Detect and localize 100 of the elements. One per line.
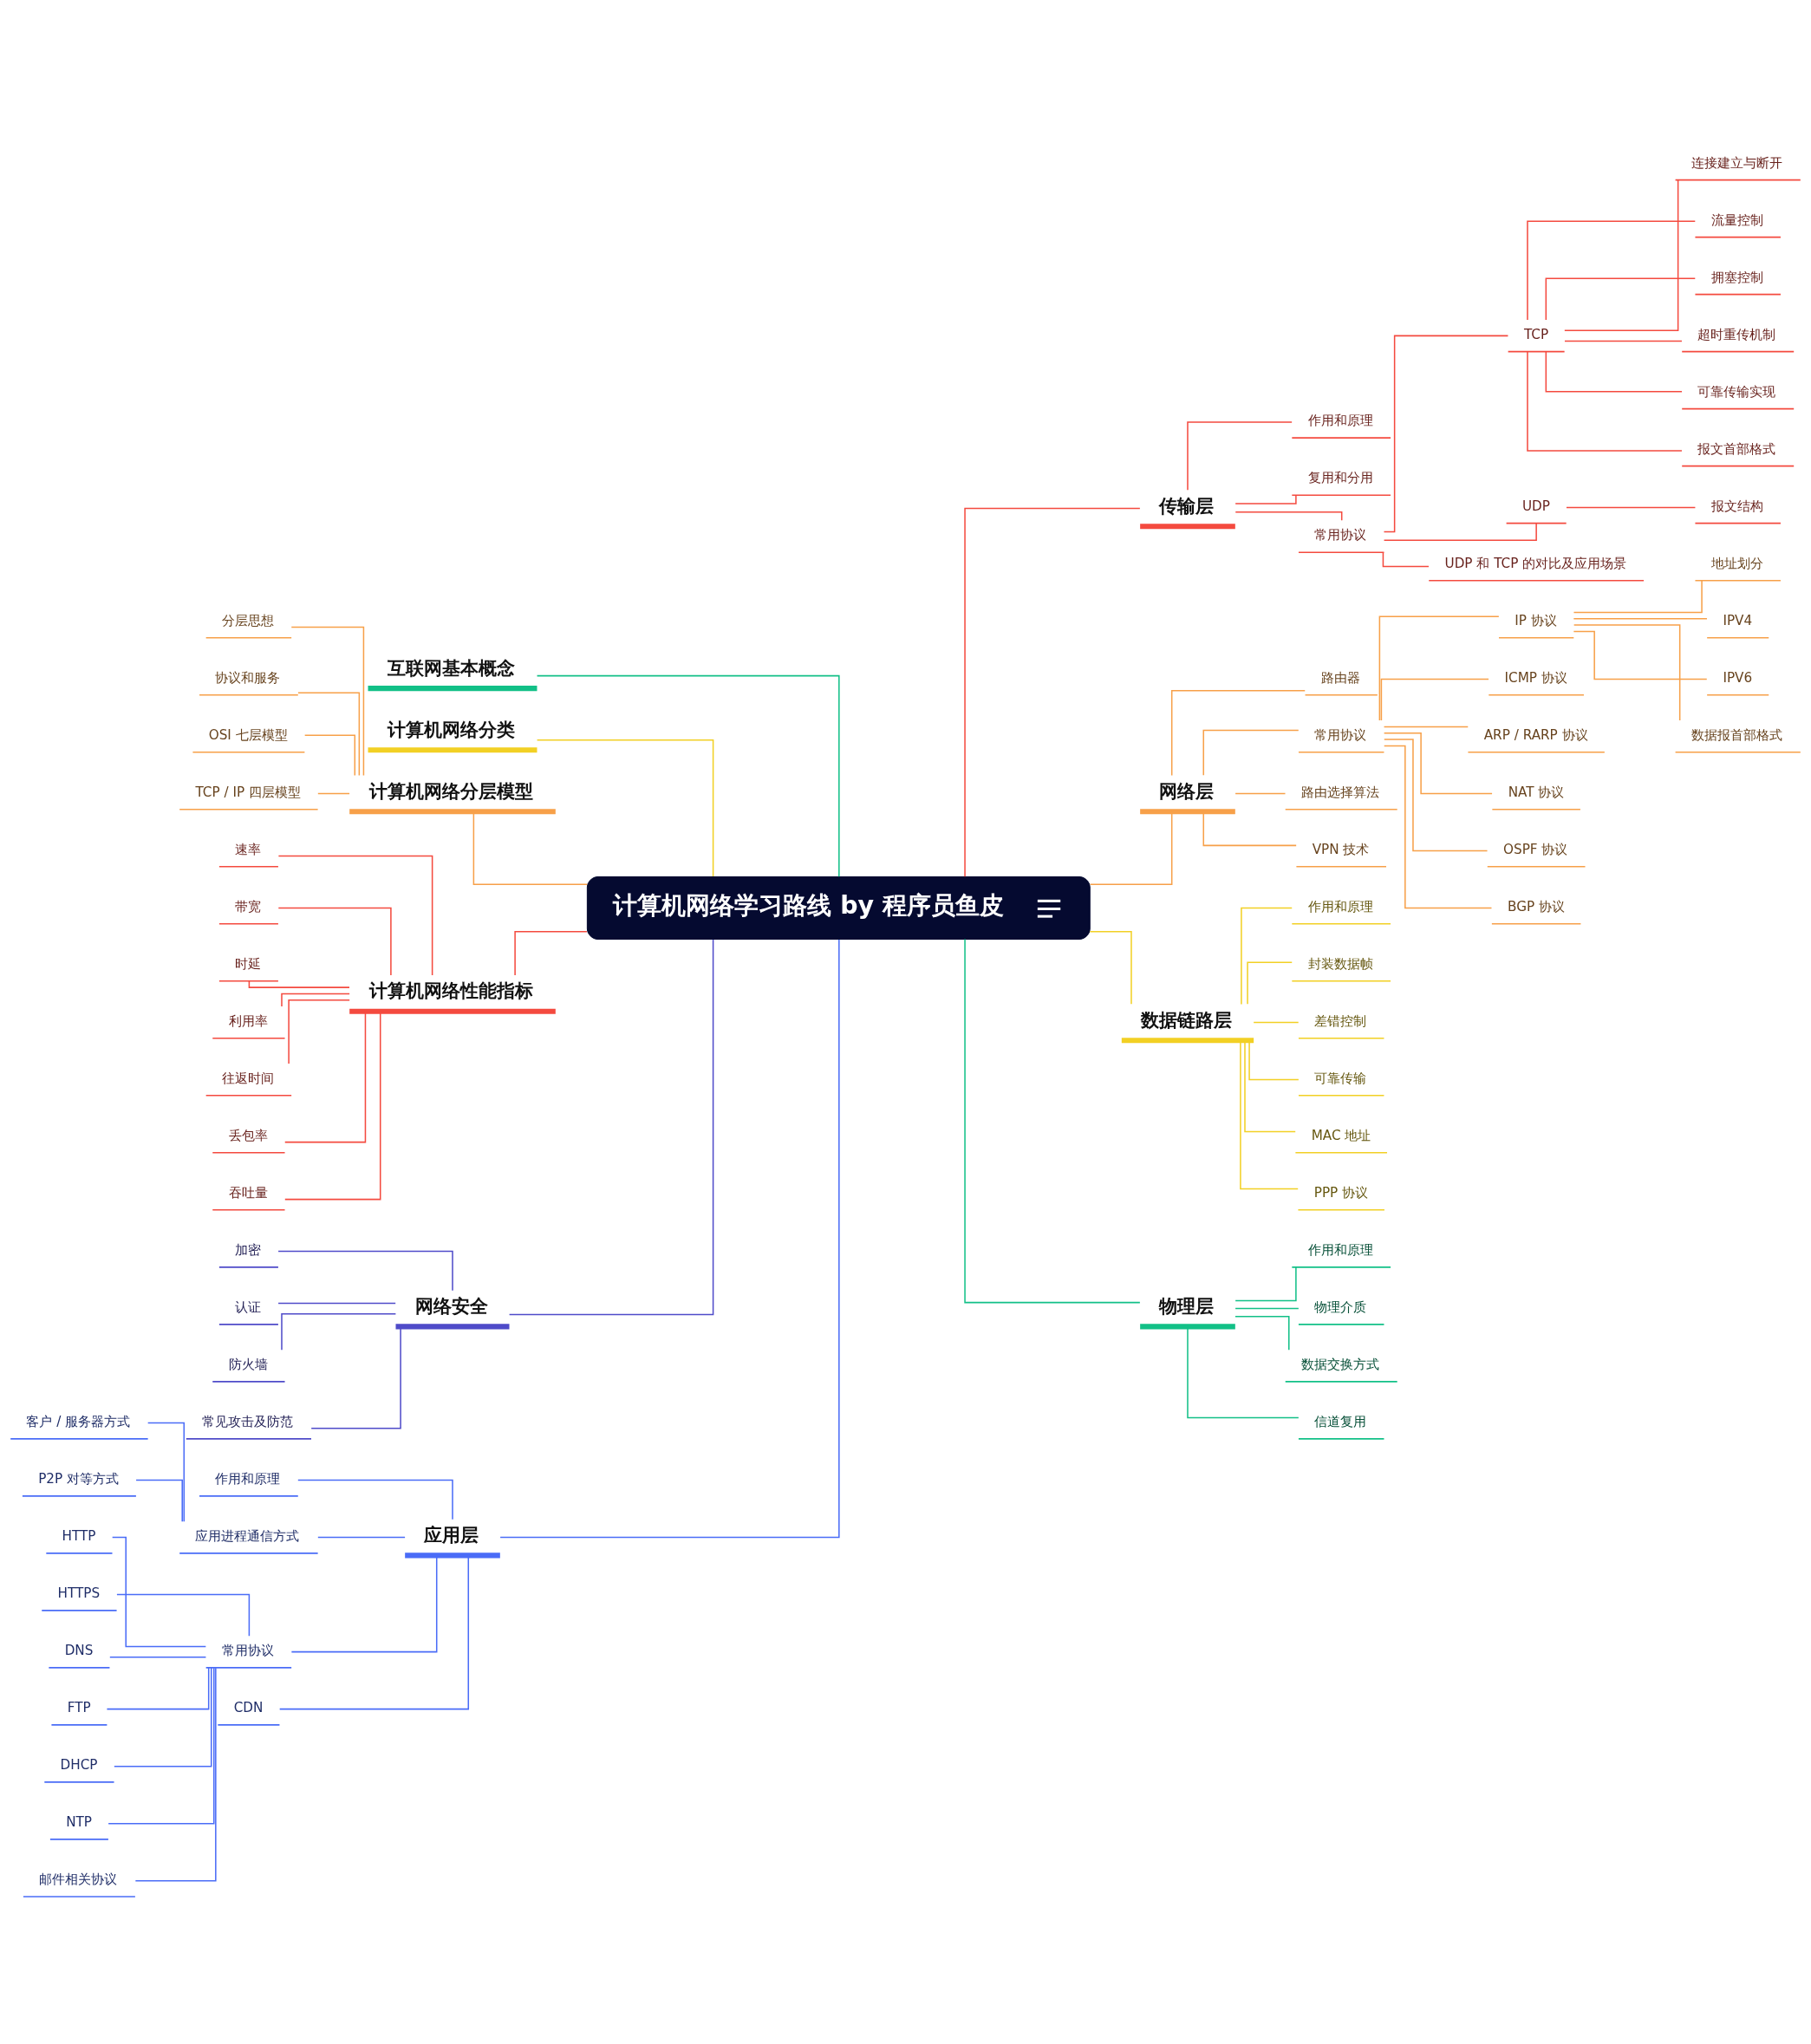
node-text: MAC 地址 [1311,1127,1371,1143]
connector [116,1593,251,1637]
node-text: NAT 协议 [1508,784,1565,800]
connector [1234,1266,1297,1301]
connector [297,1479,453,1520]
node-text: 物理层 [1159,1294,1215,1317]
node-text: 报文结构 [1710,498,1763,514]
connector [134,1666,217,1881]
node-text: 拥塞控制 [1710,269,1763,285]
connector [107,1667,215,1824]
node-text: IPV6 [1723,669,1753,686]
connector [147,1422,185,1522]
connector [106,1666,210,1709]
connector [1253,1021,1300,1023]
node-text: ICMP 协议 [1504,669,1567,686]
connector [964,507,1141,877]
node-text: OSPF 协议 [1503,841,1568,857]
node-text: 网络层 [1159,779,1215,802]
connector [1234,1307,1300,1309]
node-text: 时延 [235,955,262,972]
connector [1527,350,1683,452]
node-text: 差错控制 [1314,1012,1367,1029]
node-text: 作用和原理 [1307,898,1373,915]
connector [297,691,361,776]
connector [1234,494,1297,504]
connector [1545,350,1683,393]
connector [1234,1315,1290,1351]
node-text: PPP 协议 [1313,1184,1369,1201]
connector [1170,689,1306,776]
node-text: 数据交换方式 [1300,1356,1379,1372]
node-text: 复用和分用 [1307,469,1373,485]
node-text: FTP [67,1699,91,1715]
node-text: 信道复用 [1314,1413,1367,1429]
node-text: 作用和原理 [1307,1241,1373,1258]
connector [1241,907,1293,1005]
node-text: 传输层 [1159,494,1215,517]
node-text: 分层思想 [221,612,274,628]
node-text: 作用和原理 [215,1470,281,1487]
connector [1202,729,1300,776]
connector [1564,179,1679,331]
connector [277,855,433,976]
connector [1383,732,1493,794]
node-text: 认证 [235,1299,262,1315]
connector [303,733,356,776]
connector [109,1656,207,1657]
connector [1383,522,1537,541]
connector [1573,623,1681,721]
connector [135,1479,183,1522]
node-text: 数据报首部格式 [1690,726,1782,743]
node-text: 作用和原理 [1307,412,1373,428]
node-text: IPV4 [1723,612,1753,628]
node-text: 常用协议 [1314,726,1367,743]
node-text: 丢包率 [228,1127,268,1143]
connector [536,674,840,877]
connector [114,1666,212,1767]
connector [1234,511,1343,521]
node-text: UDP 和 TCP 的对比及应用场景 [1444,555,1627,571]
connector [536,739,714,877]
connector [317,1536,406,1538]
connector [1383,726,1469,727]
node-text: 物理介质 [1314,1299,1367,1315]
connector [1234,792,1287,794]
connector [1187,420,1293,491]
node-text: 网络安全 [414,1294,488,1317]
connector [1564,340,1683,342]
connector [111,1536,207,1647]
connector [1383,745,1493,908]
connector [317,792,350,794]
connector [1573,579,1703,613]
node-text: 吞吐量 [228,1184,268,1201]
connector [499,938,840,1538]
node-text: BGP 协议 [1508,898,1566,915]
node-text: 利用率 [228,1012,268,1029]
node-text: 计算机网络分类 [387,718,515,740]
connector [1573,617,1708,620]
node-text: VPN 技术 [1312,841,1370,857]
connector [1573,630,1708,680]
node-text: ARP / RARP 协议 [1483,726,1588,743]
node-text: OSI 七层模型 [208,726,288,743]
connector [277,907,392,976]
node-text: HTTPS [57,1585,101,1601]
connector [1384,738,1489,851]
connector [508,938,714,1315]
connector [281,993,350,1007]
node-text: 流量控制 [1710,212,1763,228]
node-text: 地址划分 [1710,555,1763,571]
node-text: DNS [64,1642,94,1658]
node-text: 可靠传输实现 [1697,383,1776,400]
node-text: TCP [1523,326,1549,342]
node-box: 计算机网络学习路线 by 程序员鱼皮 [586,876,1091,940]
node-text: 连接建立与断开 [1690,154,1782,171]
node-text: 速率 [235,841,262,857]
connector [277,1302,396,1304]
node-text: 协议和服务 [215,669,281,686]
node-text: 常用协议 [1314,526,1367,543]
node-text: 常用协议 [221,1642,274,1658]
node-text: UDP [1521,498,1550,514]
connector [281,1312,397,1351]
connector [1545,277,1697,321]
node-text: 数据链路层 [1141,1008,1233,1031]
